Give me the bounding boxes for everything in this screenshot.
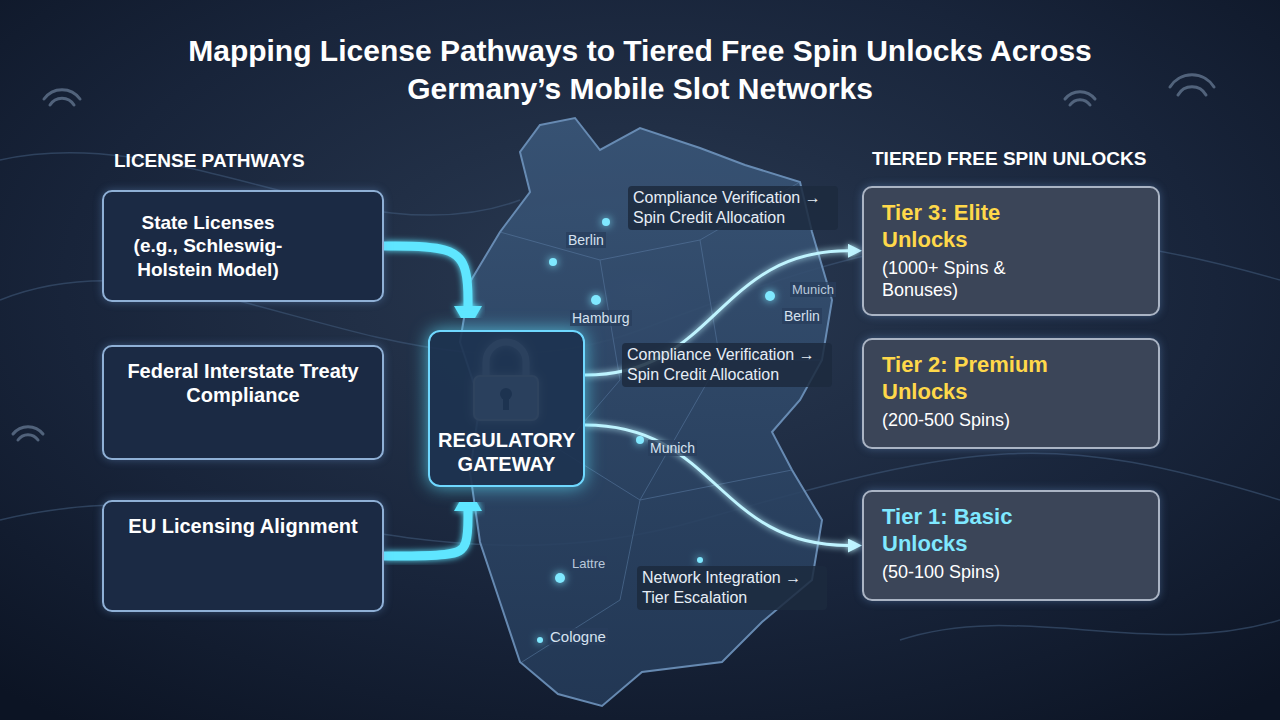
- tier-box: Tier 2: Premium Unlocks (200-500 Spins): [862, 338, 1160, 449]
- tier-box: Tier 1: Basic Unlocks (50-100 Spins): [862, 490, 1160, 601]
- node-heading: State Licenses (e.g., Schleswig-Holstein…: [118, 211, 298, 281]
- diagram-title: Mapping License Pathways to Tiered Free …: [140, 32, 1140, 107]
- city-label: Berlin: [782, 308, 822, 324]
- connector-arrow: [384, 398, 404, 407]
- license-box: State Licenses (e.g., Schleswig-Holstein…: [102, 190, 384, 302]
- node-subtitle: (200-500 Spins): [882, 410, 1080, 432]
- city-label: Munich: [648, 440, 697, 456]
- gateway-box: REGULATORY GATEWAY: [428, 330, 585, 487]
- city-label: Munich: [790, 282, 836, 297]
- edge-label: Compliance Verification → Spin Credit Al…: [628, 186, 838, 230]
- city-label: Cologne: [548, 628, 608, 645]
- node-heading: Tier 3: Elite Unlocks: [882, 200, 1080, 254]
- section-heading: LICENSE PATHWAYS: [112, 150, 307, 172]
- edge-label: Compliance Verification → Spin Credit Al…: [622, 343, 832, 387]
- edge-label: Network Integration → Tier Escalation: [637, 566, 827, 610]
- connector-arrow: [585, 392, 848, 395]
- license-box: EU Licensing Alignment: [102, 500, 384, 612]
- node-subtitle: (50-100 Spins): [882, 562, 1070, 584]
- connector-arrow: [384, 511, 468, 556]
- section-heading: TIERED FREE SPIN UNLOCKS: [870, 148, 1148, 170]
- node-subtitle: (1000+ Spins & Bonuses): [882, 258, 1080, 302]
- node-heading: REGULATORY GATEWAY: [438, 428, 575, 477]
- connector-arrow: [384, 246, 468, 306]
- connector-arrow: [585, 425, 848, 546]
- city-label: Berlin: [566, 232, 606, 248]
- node-heading: Tier 2: Premium Unlocks: [882, 352, 1080, 406]
- city-label: Hamburg: [570, 310, 632, 326]
- tier-box: Tier 3: Elite Unlocks(1000+ Spins & Bonu…: [862, 186, 1160, 316]
- node-heading: Federal Interstate Treaty Compliance: [118, 359, 368, 408]
- node-heading: EU Licensing Alignment: [118, 514, 368, 538]
- city-label: Lattre: [570, 556, 607, 571]
- license-box: Federal Interstate Treaty Compliance: [102, 345, 384, 460]
- node-heading: Tier 1: Basic Unlocks: [882, 504, 1070, 558]
